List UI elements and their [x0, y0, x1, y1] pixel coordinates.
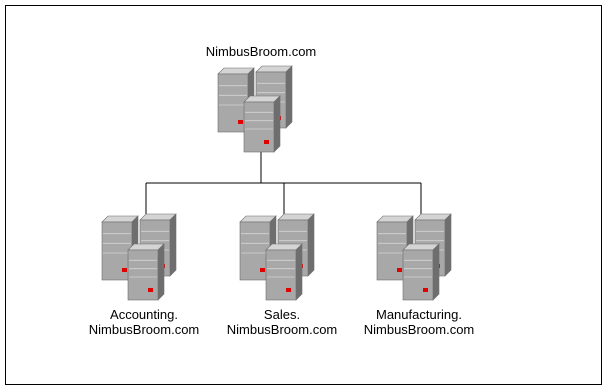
status-light-icon [148, 288, 153, 292]
accounting-domain-label: Accounting. NimbusBroom.com [74, 307, 214, 337]
status-light-icon [238, 120, 243, 124]
status-light-icon [122, 268, 127, 272]
server-tower-front [243, 95, 281, 153]
sales-label-line2: NimbusBroom.com [226, 322, 338, 337]
server-cluster-icon [376, 213, 452, 301]
server-cluster-icon [101, 213, 177, 301]
manufacturing-server-cluster [376, 213, 457, 304]
accounting-label-line1: Accounting. [110, 307, 178, 322]
server-cluster-icon [217, 65, 293, 153]
status-light-icon [260, 268, 265, 272]
manufacturing-label-line1: Manufacturing. [376, 307, 462, 322]
diagram-frame [5, 5, 602, 385]
server-tower-front [265, 243, 303, 301]
accounting-server-cluster [101, 213, 182, 304]
status-light-icon [423, 288, 428, 292]
server-cluster-icon [239, 213, 315, 301]
status-light-icon [286, 288, 291, 292]
server-tower-front [127, 243, 165, 301]
sales-server-cluster [239, 213, 320, 304]
status-light-icon [264, 140, 269, 144]
status-light-icon [397, 268, 402, 272]
accounting-label-line2: NimbusBroom.com [88, 322, 200, 337]
manufacturing-label-line2: NimbusBroom.com [363, 322, 475, 337]
root-domain-label: NimbusBroom.com [205, 44, 317, 59]
root-server-cluster [217, 65, 298, 156]
sales-domain-label: Sales. NimbusBroom.com [212, 307, 352, 337]
sales-label-line1: Sales. [263, 307, 301, 322]
server-tower-front [402, 243, 440, 301]
manufacturing-domain-label: Manufacturing. NimbusBroom.com [349, 307, 489, 337]
